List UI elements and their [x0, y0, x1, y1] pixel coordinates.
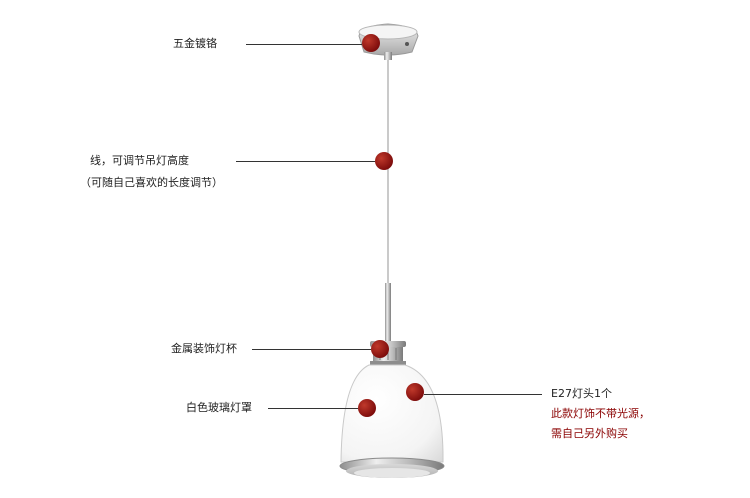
leader-line-cable — [236, 161, 375, 162]
glass-shade — [339, 364, 445, 478]
label-notice-buy-separately: 需自己另外购买 — [551, 427, 628, 440]
label-cable-note: （可随自己喜欢的长度调节） — [80, 176, 223, 189]
label-cable: 线，可调节吊灯高度 — [90, 154, 189, 167]
label-hardware: 五金镀铬 — [173, 37, 217, 50]
callout-marker-hardware — [362, 34, 380, 52]
metal-rod — [385, 283, 391, 341]
leader-line-shade — [268, 408, 358, 409]
label-shade: 白色玻璃灯罩 — [186, 401, 252, 414]
callout-marker-cable — [375, 152, 393, 170]
label-cup: 金属装饰灯杯 — [171, 342, 237, 355]
label-notice-no-bulb: 此款灯饰不带光源， — [551, 407, 650, 420]
callout-marker-socket — [406, 383, 424, 401]
leader-line-cup — [252, 349, 371, 350]
callout-marker-shade — [358, 399, 376, 417]
leader-line-hardware — [246, 44, 362, 45]
leader-line-socket — [424, 394, 542, 395]
label-socket: E27灯头1个 — [551, 387, 612, 400]
callout-marker-cup — [371, 340, 389, 358]
